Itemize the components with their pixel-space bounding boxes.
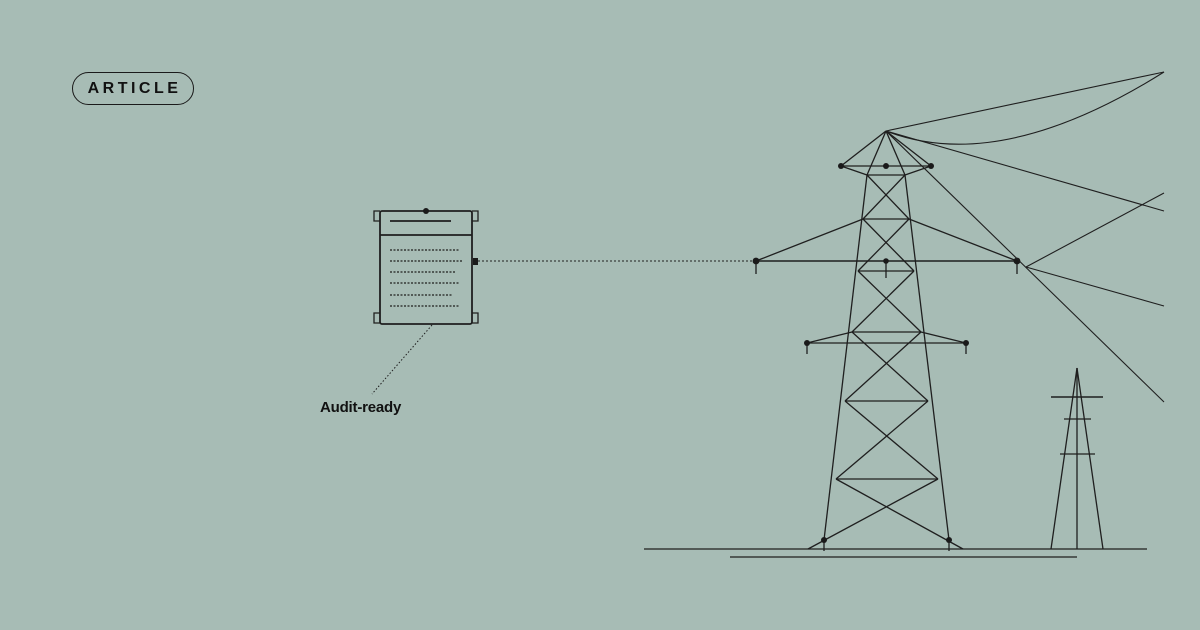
article-badge: ARTICLE — [72, 72, 194, 105]
audit-ready-caption: Audit-ready — [320, 399, 402, 416]
small-pylon-icon — [1050, 367, 1104, 550]
document-icon — [373, 210, 479, 325]
power-lines-icon — [885, 71, 1165, 403]
transmission-tower-icon — [755, 130, 1018, 551]
